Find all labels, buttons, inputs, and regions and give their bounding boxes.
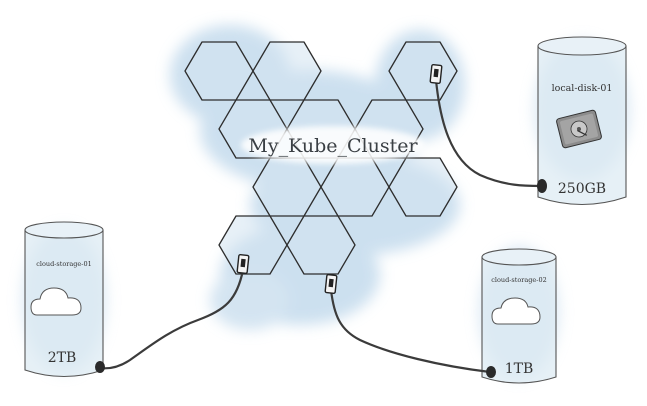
cable-plugs <box>95 179 547 378</box>
disk-local-name: local-disk-01 <box>552 83 613 94</box>
cable-cloud-02 <box>329 288 492 374</box>
socket-icon <box>429 63 443 85</box>
socket-icon <box>236 253 250 275</box>
cable-cloud-01 <box>98 268 245 370</box>
disk-cloud-02-capacity: 1TB <box>505 361 534 377</box>
socket-icon <box>324 273 338 295</box>
plug-cloud-01 <box>95 361 105 373</box>
hard-drive-icon <box>556 109 602 149</box>
disk-cloud-02: cloud-storage-02 1TB <box>479 246 559 384</box>
storage-cables <box>98 78 543 374</box>
cloud-icon <box>491 297 541 325</box>
volume-sockets <box>236 63 443 295</box>
cluster-label: My_Kube_Cluster <box>248 135 418 157</box>
cluster-label-group: My_Kube_Cluster <box>241 126 425 164</box>
plug-cloud-02 <box>486 366 496 378</box>
disk-local-capacity: 250GB <box>558 181 606 197</box>
disk-local: local-disk-01 250GB <box>534 36 630 206</box>
disk-cloud-01: cloud-storage-01 2TB <box>22 221 106 377</box>
disk-cloud-01-capacity: 2TB <box>48 350 77 366</box>
cloud-icon <box>30 287 82 316</box>
disk-cloud-02-name: cloud-storage-02 <box>491 276 547 284</box>
plug-local <box>537 179 547 193</box>
cable-local <box>434 78 543 188</box>
disk-cloud-01-name: cloud-storage-01 <box>36 260 92 268</box>
